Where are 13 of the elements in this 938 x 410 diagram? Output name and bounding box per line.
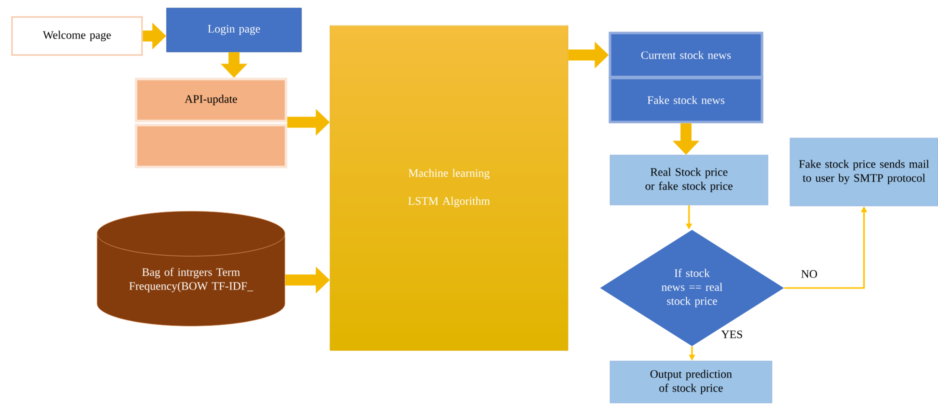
process-box: Fake stock news	[608, 76, 764, 124]
database-cylinder: Bag of intrgers Term Frequency(BOW TF-IDF_	[96, 210, 286, 326]
edge-label: YES	[720, 330, 744, 340]
process-box: Welcome page	[11, 16, 143, 56]
process-box: Current stock news	[608, 32, 764, 78]
process-box: Login page	[166, 8, 302, 52]
process-box: Real Stock price or fake stock price	[610, 154, 768, 206]
edge-label: NO	[800, 269, 818, 279]
process-box: Output prediction of stock price	[610, 360, 772, 404]
process-box: API-update	[134, 78, 288, 122]
process-box: Machine learning LSTM Algorithm	[330, 25, 568, 351]
process-box	[134, 124, 288, 168]
process-box: Fake stock price sends mail to user by SMTP protocol	[790, 138, 938, 206]
